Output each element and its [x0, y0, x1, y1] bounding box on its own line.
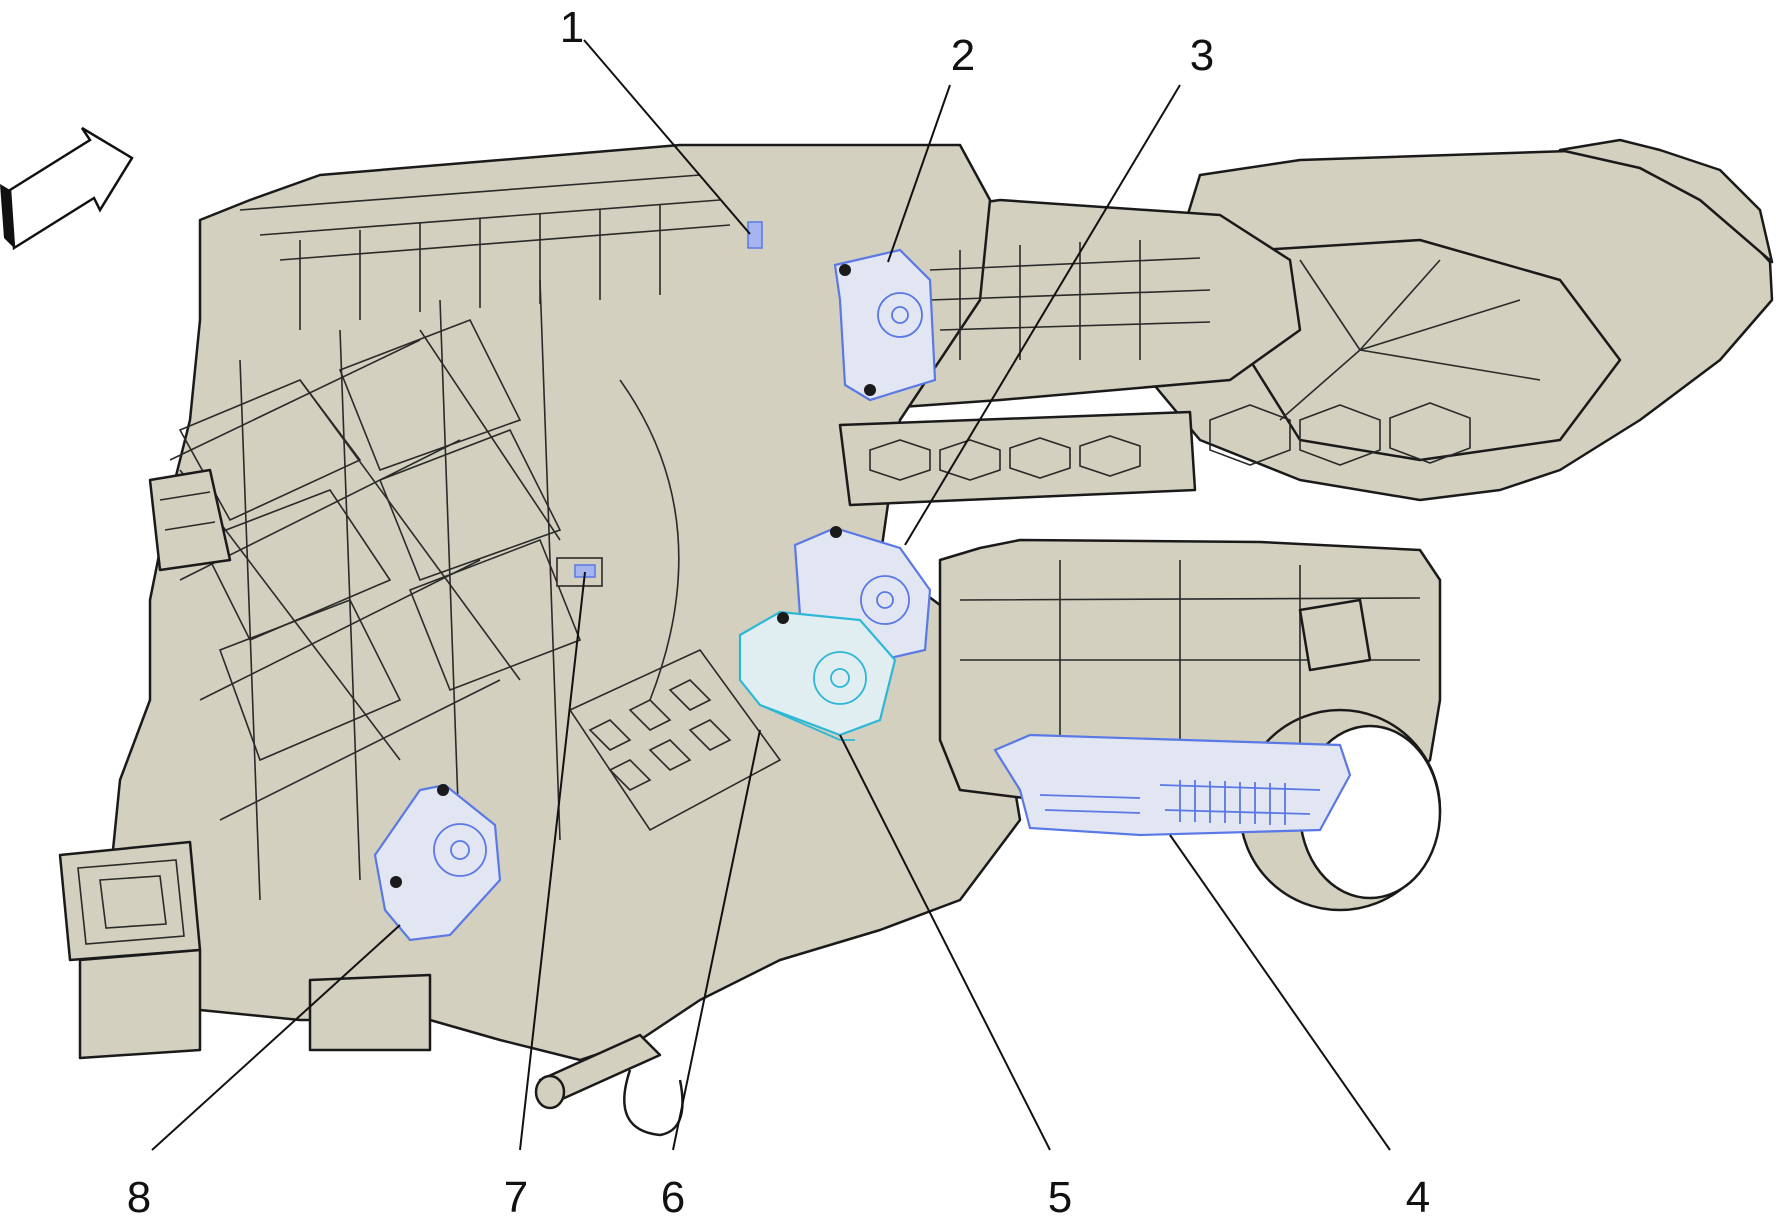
leader-7 [519, 571, 586, 1151]
control-module-4 [993, 733, 1352, 837]
leader-3 [904, 84, 1181, 546]
callout-4: 4 [1406, 1173, 1430, 1222]
callout-7: 7 [504, 1173, 528, 1222]
callout-8: 8 [127, 1173, 151, 1222]
direction-arrow-icon [0, 126, 134, 251]
callout-3: 3 [1190, 31, 1214, 80]
actuator-8 [373, 783, 502, 942]
leader-1 [583, 39, 751, 235]
leader-6 [672, 729, 761, 1151]
leader-5 [839, 734, 1051, 1151]
callout-5: 5 [1048, 1173, 1072, 1222]
callout-1: 1 [560, 3, 584, 52]
actuator-2 [833, 248, 937, 402]
leader-lines [151, 39, 1391, 1151]
leader-4 [1169, 834, 1391, 1151]
housing-details [58, 174, 1541, 1137]
callout-6: 6 [661, 1173, 685, 1222]
leader-8 [151, 924, 401, 1151]
callout-labels: 1 2 3 4 5 6 7 8 [127, 3, 1430, 1222]
callout-2: 2 [951, 31, 975, 80]
leader-2 [887, 84, 951, 263]
actuator-5 [738, 610, 897, 741]
